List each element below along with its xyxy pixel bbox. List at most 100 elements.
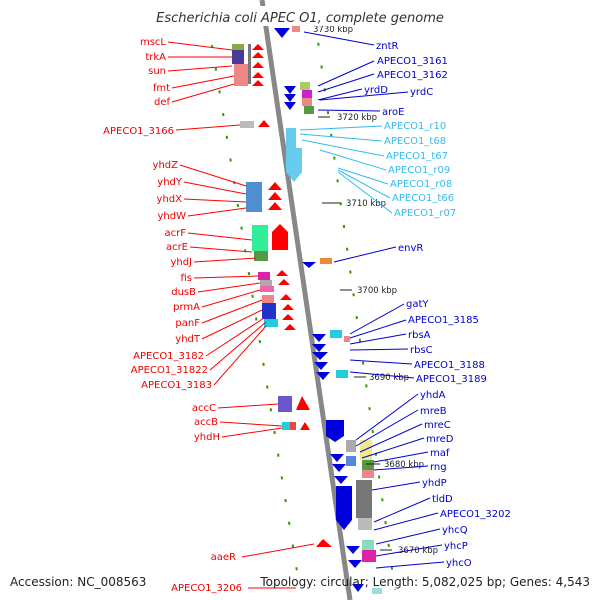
gene-label[interactable]: trkA xyxy=(145,52,166,63)
gene-label[interactable]: APECO1_31822 xyxy=(131,365,208,376)
gene-label[interactable]: yhdP xyxy=(422,478,447,489)
gene-block xyxy=(302,90,312,98)
gene-block xyxy=(346,456,356,466)
gene-label[interactable]: accB xyxy=(194,417,218,428)
gene-label[interactable]: mreB xyxy=(420,406,447,417)
gene-label[interactable]: zntR xyxy=(376,41,399,52)
right-gene-arrow xyxy=(330,454,344,462)
left-gene-arrow xyxy=(272,224,288,250)
gene-label[interactable]: APECO1_3202 xyxy=(440,509,511,520)
gene-label[interactable]: mreC xyxy=(424,420,451,431)
tick-label-3720-kbp: 3720 kbp xyxy=(337,113,377,123)
gene-block xyxy=(304,106,314,114)
gene-label[interactable]: envR xyxy=(398,243,423,254)
gene-label[interactable]: mscL xyxy=(140,37,166,48)
right-gene-arrow xyxy=(302,262,316,268)
guide-dots xyxy=(211,19,396,591)
gene-block xyxy=(260,286,274,292)
gene-label[interactable]: APECO1_r08 xyxy=(390,179,452,190)
gene-label[interactable]: yhdW xyxy=(158,211,187,222)
gene-label[interactable]: APECO1_3161 xyxy=(377,56,448,67)
gene-label[interactable]: mreD xyxy=(426,434,454,445)
gene-label[interactable]: yhdT xyxy=(175,334,201,345)
gene-label[interactable]: rng xyxy=(430,462,447,473)
gene-label[interactable]: APECO1_3182 xyxy=(133,351,204,362)
left-gene-arrow xyxy=(258,120,270,127)
tick-label-3690-kbp: 3690 kbp xyxy=(369,373,409,383)
gene-label[interactable]: yhcP xyxy=(444,541,468,552)
gene-label[interactable]: yhcQ xyxy=(442,525,468,536)
left-gene-label-texts: mscL trkA sun fmt def APECO1_3166 yhdZ y… xyxy=(103,37,242,594)
gene-label[interactable]: APECO1_3188 xyxy=(414,360,485,371)
gene-label[interactable]: tldD xyxy=(432,494,453,505)
gene-label[interactable]: yhdH xyxy=(194,432,220,443)
right-gene-blocks xyxy=(274,26,382,594)
gene-label[interactable]: yhcO xyxy=(446,558,472,569)
gene-block xyxy=(292,26,300,32)
gene-label[interactable]: yrdC xyxy=(410,87,433,98)
gene-block xyxy=(258,272,270,280)
gene-label[interactable]: acrF xyxy=(165,228,187,239)
tick-label-3680-kbp: 3680 kbp xyxy=(384,460,424,470)
left-gene-arrow xyxy=(282,314,294,320)
rna-gene-labels xyxy=(299,125,393,214)
gene-label[interactable]: rbsC xyxy=(410,345,433,356)
genome-backbone xyxy=(259,0,353,600)
right-gene-arrow xyxy=(332,464,346,472)
right-gene-label-texts: zntR APECO1_3161 APECO1_3162 yrdD yrdC a… xyxy=(364,41,511,569)
gene-label[interactable]: aaeR xyxy=(211,552,236,563)
gene-label[interactable]: APECO1_r10 xyxy=(384,121,446,132)
gene-label[interactable]: APECO1_t67 xyxy=(386,151,448,162)
gene-block xyxy=(336,370,348,378)
gene-label[interactable]: sun xyxy=(148,66,166,77)
gene-label[interactable]: def xyxy=(154,97,171,108)
gene-label[interactable]: yhdJ xyxy=(170,257,192,268)
left-gene-arrow xyxy=(252,52,264,58)
right-guide-dots xyxy=(314,19,396,591)
gene-label[interactable]: yrdD xyxy=(364,85,388,96)
gene-block xyxy=(264,319,278,327)
gene-label[interactable]: maf xyxy=(430,448,450,459)
gene-label[interactable]: panF xyxy=(175,318,200,329)
title-background xyxy=(140,6,460,26)
gene-label[interactable]: APECO1_3183 xyxy=(141,380,212,391)
right-gene-arrow xyxy=(334,476,348,484)
rna-block xyxy=(286,148,302,182)
gene-block xyxy=(356,480,372,518)
gene-label[interactable]: prmA xyxy=(173,302,200,313)
gene-label[interactable]: gatY xyxy=(406,299,429,310)
gene-label[interactable]: rbsA xyxy=(408,330,431,341)
gene-label[interactable]: fmt xyxy=(153,83,170,94)
gene-label[interactable]: aroE xyxy=(382,107,404,118)
gene-label[interactable]: APECO1_r09 xyxy=(388,165,450,176)
gene-label[interactable]: yhdX xyxy=(157,194,183,205)
left-guide-dots xyxy=(211,44,301,591)
gene-label[interactable]: yhdZ xyxy=(153,160,179,171)
gene-block xyxy=(240,121,254,128)
right-gene-arrow xyxy=(312,334,326,342)
gene-label[interactable]: acrE xyxy=(166,242,188,253)
gene-label[interactable]: APECO1_3185 xyxy=(408,315,479,326)
gene-label[interactable]: APECO1_r07 xyxy=(394,208,456,219)
gene-label[interactable]: APECO1_3189 xyxy=(416,374,487,385)
tick-label-3730-kbp: 3730 kbp xyxy=(313,25,353,35)
left-gene-arrow xyxy=(280,294,292,300)
gene-label[interactable]: fis xyxy=(180,273,192,284)
gene-label[interactable]: APECO1_3162 xyxy=(377,70,448,81)
gene-label[interactable]: yhdA xyxy=(420,390,446,401)
gene-label[interactable]: APECO1_3166 xyxy=(103,126,174,137)
gene-label[interactable]: APECO1_t68 xyxy=(384,136,446,147)
gene-label[interactable]: accC xyxy=(192,403,216,414)
right-gene-arrow xyxy=(314,362,328,370)
gene-block xyxy=(362,550,376,562)
right-gene-arrow xyxy=(312,344,326,352)
gene-label[interactable]: dusB xyxy=(171,287,196,298)
map-title: Escherichia coli APEC O1, complete genom… xyxy=(156,11,444,26)
gene-label[interactable]: yhdY xyxy=(157,177,183,188)
gene-label[interactable]: APECO1_t66 xyxy=(392,193,454,204)
gene-label[interactable]: APECO1_3206 xyxy=(171,583,242,594)
tick-label-3710-kbp: 3710 kbp xyxy=(346,199,386,209)
left-gene-arrow xyxy=(300,422,310,430)
gene-block xyxy=(290,422,296,430)
